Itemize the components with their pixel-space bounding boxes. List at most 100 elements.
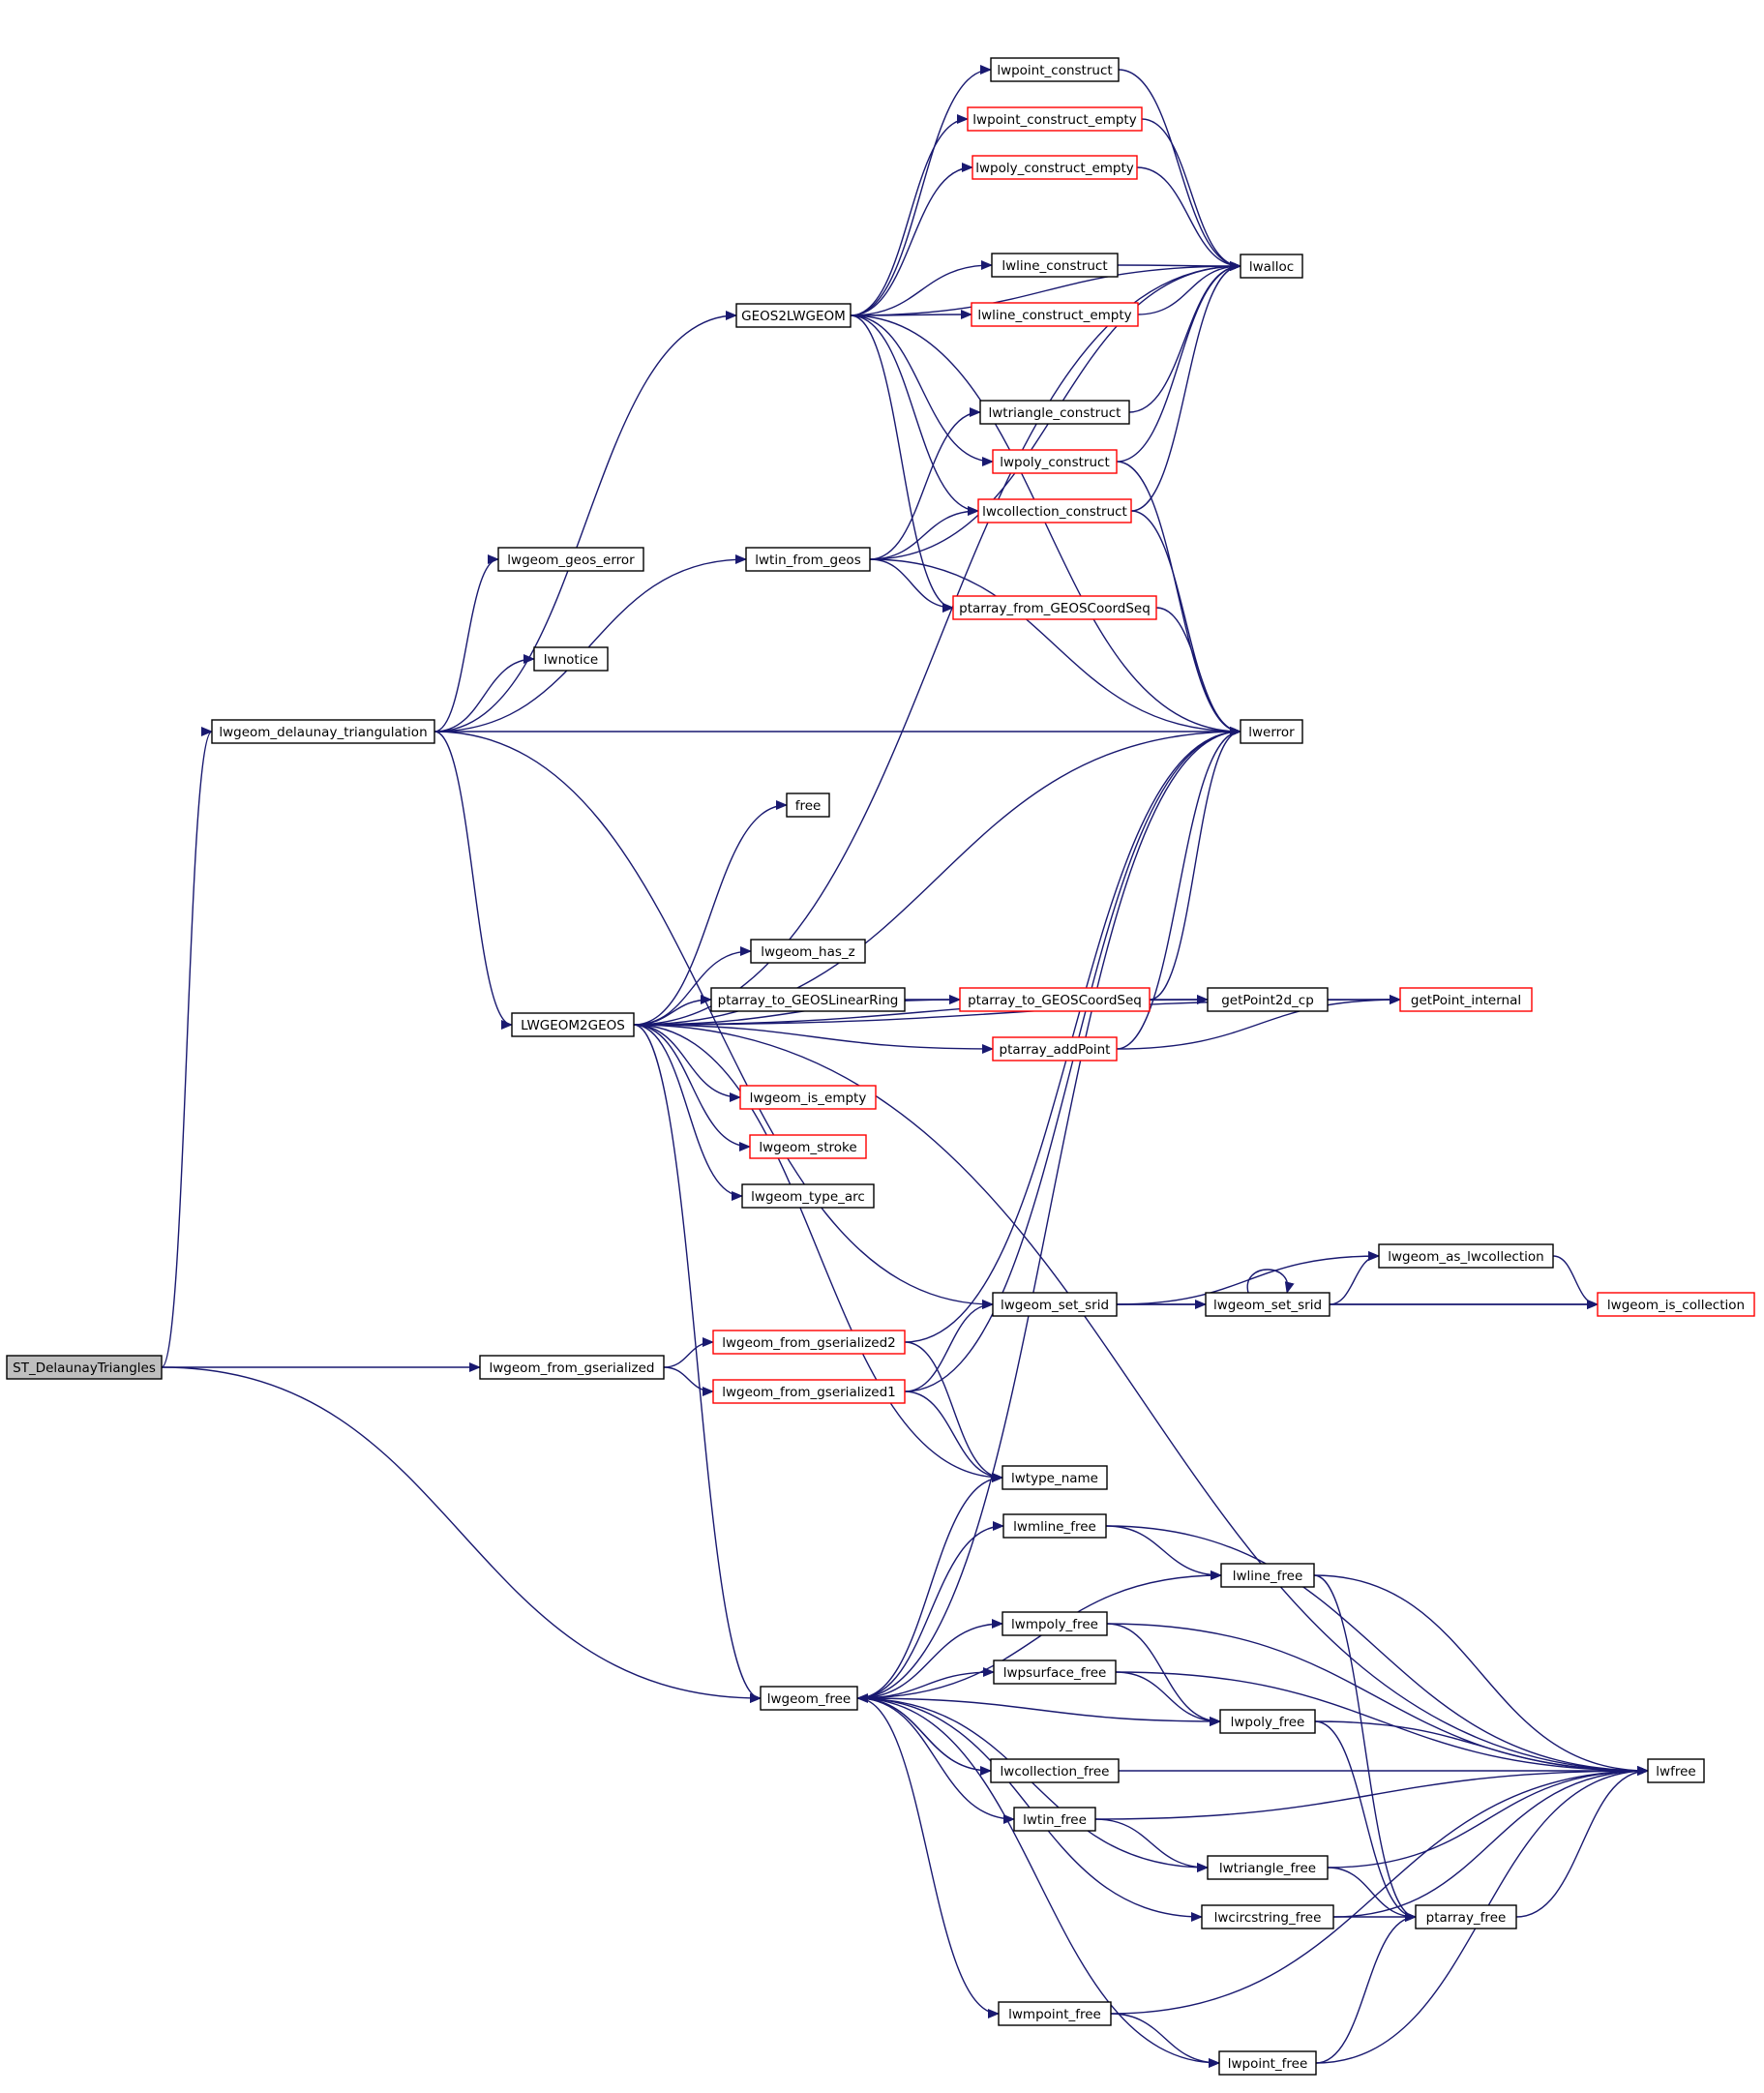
node-lwgeom-from-gserialized[interactable]: lwgeom_from_gserialized <box>479 1355 665 1380</box>
edge-n9-n21 <box>633 800 788 1026</box>
node-box <box>1218 2050 1317 2076</box>
edge-line <box>1141 118 1241 271</box>
node-lwgeom-set-srid[interactable]: lwgeom_set_srid <box>1205 1292 1330 1317</box>
node-lwtriangle-construct[interactable]: lwtriangle_construct <box>979 400 1130 425</box>
edge-line <box>1136 166 1241 271</box>
node-lwcollection-free[interactable]: lwcollection_free <box>990 1758 1120 1783</box>
node-ptarray-to-geoscoordseq[interactable]: ptarray_to_GEOSCoordSeq <box>959 987 1151 1012</box>
edge-n38-n44 <box>1105 1525 1649 1776</box>
node-lwmline-free[interactable]: lwmline_free <box>1002 1513 1107 1539</box>
edge-n1-n2 <box>161 727 213 1368</box>
node-lwnotice[interactable]: lwnotice <box>533 646 609 672</box>
edge-line <box>1116 261 1241 463</box>
node-box <box>993 1659 1117 1685</box>
edge-n4-n40 <box>856 1619 1003 1699</box>
edge-line <box>856 1697 1015 1824</box>
node-lwtin-free[interactable]: lwtin_free <box>1013 1807 1096 1832</box>
node-lwcollection-construct[interactable]: lwcollection_construct <box>977 498 1132 523</box>
node-lwpoly-free[interactable]: lwpoly_free <box>1219 1709 1316 1734</box>
node-label: lwcollection_construct <box>982 504 1127 520</box>
node-lwerror[interactable]: lwerror <box>1240 719 1303 744</box>
edge-n9-n19 <box>633 261 1241 1026</box>
node-lwpoint-construct-empty[interactable]: lwpoint_construct_empty <box>967 106 1143 132</box>
edge-n8-n17 <box>869 506 979 560</box>
node-box <box>749 1134 867 1159</box>
node-lwgeom-is-empty[interactable]: lwgeom_is_empty <box>739 1085 877 1110</box>
node-free[interactable]: free <box>786 792 830 818</box>
edge-line <box>856 1697 1221 1726</box>
node-lwmpoly-free[interactable]: lwmpoly_free <box>1002 1611 1108 1636</box>
node-getpoint2d-cp[interactable]: getPoint2d_cp <box>1207 987 1329 1012</box>
node-box <box>1201 1904 1334 1929</box>
node-lwgeom-delaunay-triangulation[interactable]: lwgeom_delaunay_triangulation <box>211 719 435 744</box>
node-st-delaunaytriangles[interactable]: ST_DelaunayTriangles <box>6 1355 163 1380</box>
node-lwgeom-geos-error[interactable]: lwgeom_geos_error <box>497 547 644 572</box>
node-lwline-construct-empty[interactable]: lwline_construct_empty <box>971 302 1139 327</box>
node-lwgeom-as-lwcollection[interactable]: lwgeom_as_lwcollection <box>1378 1243 1554 1269</box>
edge-line <box>1313 1574 1649 1776</box>
node-label: lwpoint_free <box>1228 2056 1308 2072</box>
node-label: lwcircstring_free <box>1214 1910 1322 1926</box>
node-lwgeom-from-gserialized1[interactable]: lwgeom_from_gserialized1 <box>712 1379 906 1404</box>
node-box <box>977 498 1132 523</box>
edge-n41-n44 <box>1115 1671 1649 1776</box>
node-lwgeom-free[interactable]: lwgeom_free <box>760 1686 858 1711</box>
node-lwgeom-stroke[interactable]: lwgeom_stroke <box>749 1134 867 1159</box>
node-box <box>710 987 906 1012</box>
node-ptarray-to-geoslinearring[interactable]: ptarray_to_GEOSLinearRing <box>710 987 906 1012</box>
node-lwcircstring-free[interactable]: lwcircstring_free <box>1201 1904 1334 1929</box>
node-lwline-free[interactable]: lwline_free <box>1220 1563 1315 1588</box>
node-lwpoint-construct[interactable]: lwpoint_construct <box>990 57 1120 82</box>
edge-line <box>633 1024 994 1054</box>
edge-line <box>633 995 712 1026</box>
edge-line <box>434 311 737 733</box>
edge-line <box>633 727 1241 1026</box>
edge-line <box>1137 261 1241 315</box>
node-label: lwtin_free <box>1023 1812 1087 1828</box>
node-lwgeom-has-z[interactable]: lwgeom_has_z <box>750 939 866 964</box>
node-box <box>741 1183 875 1209</box>
node-geos2lwgeom[interactable]: GEOS2LWGEOM <box>735 303 852 328</box>
node-lwpoint-free[interactable]: lwpoint_free <box>1218 2050 1317 2076</box>
edge-n4-n45 <box>856 1697 1015 1824</box>
node-lwgeom-set-srid[interactable]: lwgeom_set_srid <box>992 1292 1118 1317</box>
node-lwgeom2geos[interactable]: LWGEOM2GEOS <box>511 1012 635 1037</box>
node-lwmpoint-free[interactable]: lwmpoint_free <box>998 2001 1112 2026</box>
node-lwpoly-construct-empty[interactable]: lwpoly_construct_empty <box>972 155 1138 180</box>
node-ptarray-addpoint[interactable]: ptarray_addPoint <box>992 1036 1118 1061</box>
edge-n9-n28 <box>633 1024 741 1102</box>
node-ptarray-free[interactable]: ptarray_free <box>1415 1904 1517 1929</box>
node-lwgeom-type-arc[interactable]: lwgeom_type_arc <box>741 1183 875 1209</box>
edge-n7-n20 <box>850 314 1241 736</box>
edge-line <box>1110 1766 1649 2015</box>
edge-n8-n20 <box>869 558 1241 736</box>
edge-line <box>850 261 1241 316</box>
edge-n11-n19 <box>1141 118 1241 271</box>
edge-n4-n50 <box>856 1697 1220 2068</box>
node-lwline-construct[interactable]: lwline_construct <box>991 253 1119 278</box>
node-ptarray-from-geoscoordseq[interactable]: ptarray_from_GEOSCoordSeq <box>952 595 1157 620</box>
edge-n24-n20 <box>1149 727 1241 1001</box>
node-lwtin-from-geos[interactable]: lwtin_from_geos <box>745 547 871 572</box>
edge-line <box>1115 1671 1649 1776</box>
node-label: lwgeom_has_z <box>761 944 855 960</box>
node-lwpsurface-free[interactable]: lwpsurface_free <box>993 1659 1117 1685</box>
node-box <box>497 547 644 572</box>
node-label: free <box>795 798 822 814</box>
node-box <box>786 792 830 818</box>
edge-n36-n20 <box>904 727 1241 1392</box>
node-lwtriangle-free[interactable]: lwtriangle_free <box>1207 1855 1329 1880</box>
node-lwgeom-is-collection[interactable]: lwgeom_is_collection <box>1597 1292 1755 1317</box>
node-lwpoly-construct[interactable]: lwpoly_construct <box>992 449 1118 474</box>
edge-n40-n44 <box>1106 1623 1649 1776</box>
node-label: lwgeom_stroke <box>759 1140 856 1155</box>
node-lwfree[interactable]: lwfree <box>1647 1758 1705 1783</box>
node-label: lwline_construct_empty <box>977 308 1131 323</box>
node-lwtype-name[interactable]: lwtype_name <box>1002 1465 1108 1490</box>
edge-line <box>850 314 979 516</box>
edge-line <box>1515 1766 1649 1918</box>
node-lwgeom-from-gserialized2[interactable]: lwgeom_from_gserialized2 <box>712 1330 906 1355</box>
node-getpoint-internal[interactable]: getPoint_internal <box>1399 987 1533 1012</box>
node-box <box>1647 1758 1705 1783</box>
node-lwalloc[interactable]: lwalloc <box>1240 254 1303 279</box>
